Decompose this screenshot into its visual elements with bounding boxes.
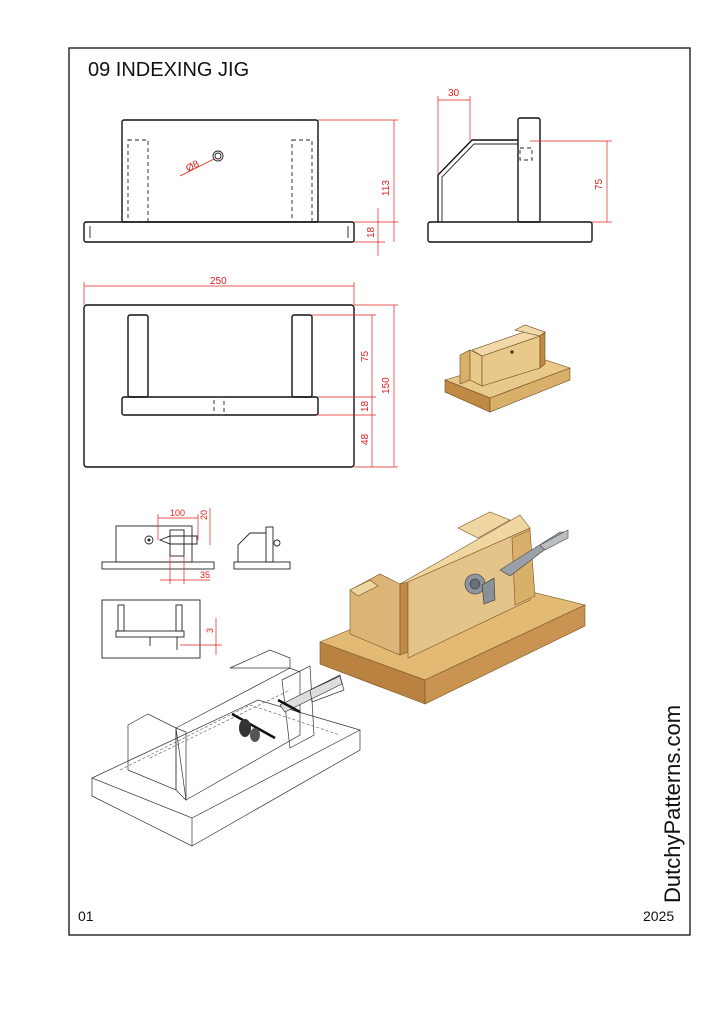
wireframe-render <box>91 649 361 847</box>
page-title: 09 INDEXING JIG <box>88 59 249 81</box>
wood-render <box>319 511 586 705</box>
detail-views: 100 20 35 3 <box>101 508 291 659</box>
dim-3: 3 <box>205 628 215 633</box>
dim-100: 100 <box>170 508 185 518</box>
dim-35: 35 <box>200 570 210 580</box>
top-view: 250 75 18 48 150 <box>83 276 398 468</box>
dim-chamfer: 30 <box>448 88 460 99</box>
page-number: 01 <box>78 908 94 924</box>
dim-upright: 75 <box>360 350 371 362</box>
small-iso-render <box>444 324 571 413</box>
year: 2025 <box>643 908 674 924</box>
dim-offset: 48 <box>360 433 371 445</box>
dim-hole-height: 75 <box>594 178 605 190</box>
front-view: Ø8 113 18 <box>83 119 398 256</box>
dim-width: 150 <box>381 377 392 394</box>
dim-length: 250 <box>210 276 227 287</box>
sheet-border <box>68 47 691 936</box>
dim-height: 113 <box>381 180 392 196</box>
dim-base: 18 <box>366 226 377 238</box>
side-view: 30 75 <box>427 88 612 243</box>
dim-20: 20 <box>199 510 209 520</box>
brand-text: DutchyPatterns.com <box>660 705 685 903</box>
dim-bar: 18 <box>360 400 371 412</box>
